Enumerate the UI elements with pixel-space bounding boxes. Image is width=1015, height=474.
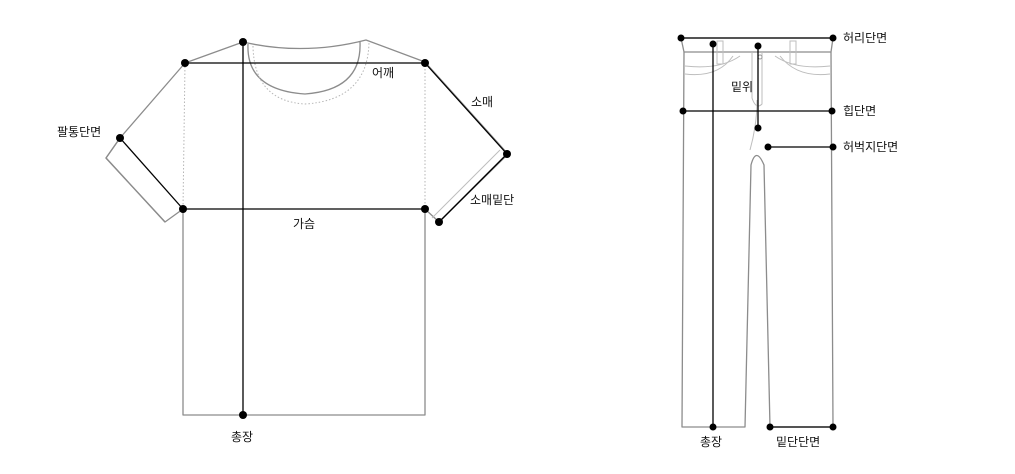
measure-point: [709, 40, 717, 48]
label-arm-hole: 팔통단면: [57, 125, 101, 139]
measure-point: [239, 411, 247, 419]
pants-yoke: [684, 55, 831, 68]
measure-point: [421, 205, 429, 213]
tshirt-outline: [105, 39, 509, 416]
measure-point: [764, 143, 772, 151]
label-waist: 허리단면: [843, 31, 887, 45]
measure-point: [829, 34, 837, 42]
sleeve-opening-measure-line: [438, 153, 508, 223]
measure-point: [181, 59, 189, 67]
pants-outline: [681, 51, 834, 428]
tshirt-diagram: 어깨 소매 팔통단면 소매밑단 가슴 총장: [57, 38, 514, 444]
measure-point: [239, 38, 247, 46]
label-chest: 가슴: [293, 217, 315, 231]
measure-point: [179, 205, 187, 213]
arm-hole-measure-line: [119, 137, 184, 210]
measure-point: [709, 423, 717, 431]
pants-right-pocket: [779, 55, 831, 76]
tshirt-neckline: [247, 41, 361, 95]
measure-point: [421, 59, 429, 67]
label-hem: 밑단단면: [776, 435, 820, 449]
label-shoulder: 어깨: [372, 66, 394, 80]
pants-inseam: [749, 99, 758, 151]
pants-belt-loop: [789, 40, 797, 65]
left-sleeve-cuff: [105, 137, 166, 223]
label-sleeve-opening: 소매밑단: [470, 193, 514, 207]
pants-belt-loop: [716, 40, 724, 65]
label-thigh: 허벅지단면: [843, 140, 898, 154]
measure-point: [679, 107, 687, 115]
label-sleeve: 소매: [471, 95, 493, 109]
label-hip: 힙단면: [843, 104, 876, 118]
measure-point: [829, 423, 837, 431]
right-sleeve-cuff: [431, 149, 501, 219]
measure-point: [503, 150, 511, 158]
measure-point: [435, 218, 443, 226]
measure-point: [754, 42, 762, 50]
tshirt-neck-stitch: [252, 41, 370, 105]
pants-diagram: 허리단면 밑위 힙단면 허벅지단면 총장 밑단단면: [677, 31, 898, 449]
label-pants-total-length: 총장: [700, 435, 722, 449]
sleeve-measure-line: [424, 62, 508, 155]
measure-point: [677, 34, 685, 42]
measure-point: [116, 134, 124, 142]
measure-point: [828, 107, 836, 115]
measure-point: [829, 143, 837, 151]
measure-point: [766, 423, 774, 431]
pants-left-pocket: [684, 55, 734, 76]
label-rise: 밑위: [731, 80, 753, 94]
left-armhole-seam: [182, 62, 186, 210]
label-tshirt-total-length: 총장: [231, 430, 253, 444]
pants-fly: [751, 52, 763, 107]
measure-point: [754, 124, 762, 132]
